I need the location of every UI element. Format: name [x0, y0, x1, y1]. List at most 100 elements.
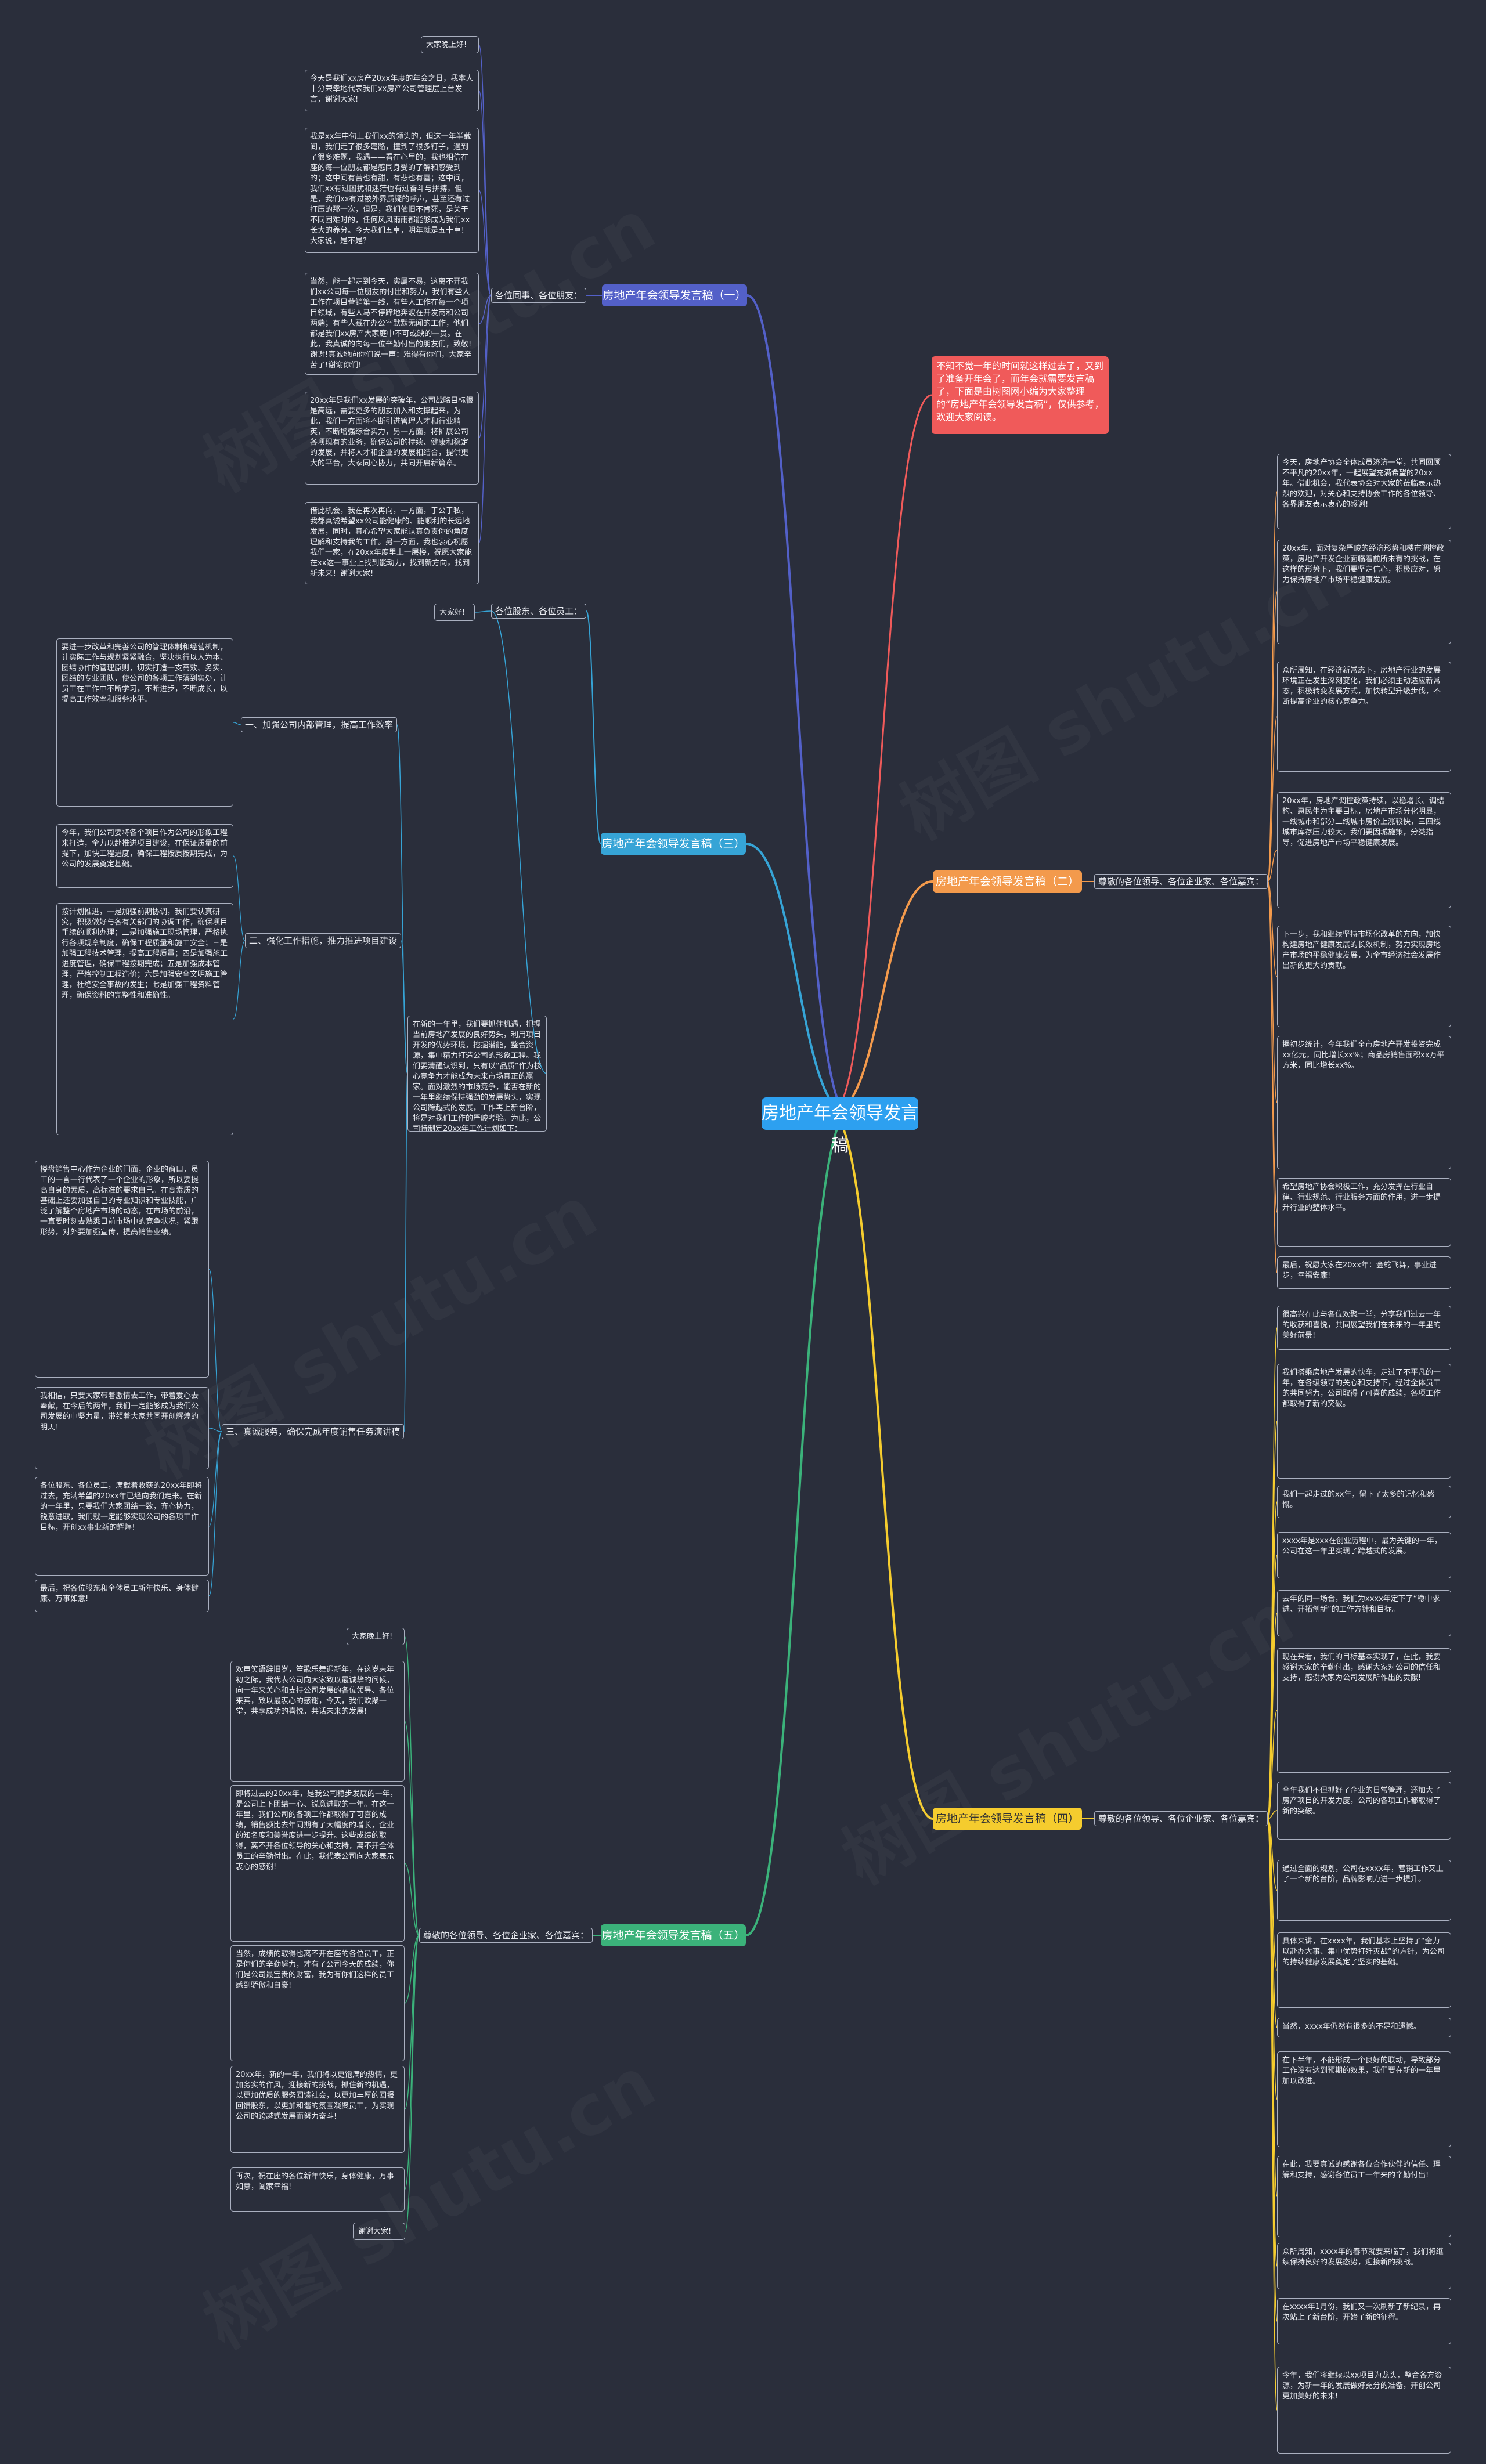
connector-line: [478, 295, 492, 324]
b1-leaf[interactable]: 大家晚上好!: [421, 36, 479, 53]
connector-line: [404, 1935, 420, 2110]
b4-leaf[interactable]: 具体来讲，在xxxx年，我们基本上坚持了“全力以赴办大事、集中优势打歼灭战”的方…: [1277, 1932, 1451, 2008]
b4-leaf[interactable]: 在此，我要真诚的感谢各位合作伙伴的信任、理解和支持，感谢各位员工一年来的辛勤付出…: [1277, 2156, 1451, 2237]
b4-greeting[interactable]: 尊敬的各位领导、各位企业家、各位嘉宾：: [1094, 1811, 1268, 1826]
connector-line: [404, 1721, 420, 1936]
b3-leaf[interactable]: 各位股东、各位员工，满载着收获的20xx年即将过去，充满希望的20xx年已经向我…: [35, 1477, 209, 1576]
connector-line: [233, 722, 241, 725]
branch-2[interactable]: 房地产年会领导发言稿（二）: [933, 870, 1082, 893]
connector-line: [478, 90, 492, 296]
connector-line: [586, 610, 601, 844]
b2-leaf[interactable]: 据初步统计，今年我们全市房地产开发投资完成xx亿元，同比增长xx%；商品房销售面…: [1277, 1036, 1451, 1169]
b4-leaf[interactable]: 我们一起走过的xx年，留下了太多的记忆和感慨。: [1277, 1486, 1451, 1518]
b2-leaf[interactable]: 最后，祝愿大家在20xx年：金蛇飞舞，事业进步，幸福安康!: [1277, 1256, 1451, 1289]
b1-leaf[interactable]: 借此机会，我在再次再向，一方面，于公于私，我都真诚希望xx公司能健康的、能顺利的…: [305, 502, 479, 584]
b4-leaf[interactable]: 全年我们不但抓好了企业的日常管理，还加大了房产项目的开发力度，公司的各项工作都取…: [1277, 1782, 1451, 1840]
b5-leaf[interactable]: 欢声笑语辞旧岁，笙歌乐舞迎新年，在这岁末年初之际，我代表公司向大家致以最诚挚的问…: [230, 1661, 405, 1782]
b2-leaf[interactable]: 下一步，我和继续坚持市场化改革的方向，加快构建房地产健康发展的长效机制，努力实现…: [1277, 926, 1451, 1027]
b1-leaf[interactable]: 20xx年是我们xx发展的突破年，公司战略目标很是高远，需要更多的朋友加入和支撑…: [305, 392, 479, 485]
b4-leaf[interactable]: 去年的同一场合，我们为xxxx年定下了“稳中求进、开拓创新”的工作方针和目标。: [1277, 1590, 1451, 1636]
root-node[interactable]: 房地产年会领导发言稿: [762, 1097, 918, 1156]
connector-line: [1267, 716, 1278, 882]
connector-line: [208, 1431, 222, 1596]
b2-leaf[interactable]: 希望房地产协会积极工作，充分发挥在行业自律、行业规范、行业服务方面的作用，进一步…: [1277, 1178, 1451, 1247]
b3-leaf[interactable]: 楼盘销售中心作为企业的门面，企业的窗口，员工的一言一行代表了一个企业的形象，所以…: [35, 1161, 209, 1378]
b2-leaf[interactable]: 众所周知，在经济新常态下，房地产行业的发展环境正在发生深刻变化，我们必须主动适应…: [1277, 662, 1451, 772]
intro-note[interactable]: 不知不觉一年的时间就这样过去了，又到了准备开年会了，而年会就需要发言稿了，下面是…: [932, 356, 1109, 434]
b4-leaf[interactable]: 很高兴在此与各位欢聚一堂，分享我们过去一年的收获和喜悦，共同展望我们在未来的一年…: [1277, 1306, 1451, 1350]
connector-line: [478, 295, 492, 439]
connector-line: [478, 44, 492, 296]
b3-sub-1[interactable]: 一、加强公司内部管理，提高工作效率: [241, 717, 398, 732]
b4-leaf[interactable]: 通过全面的规划，公司在xxxx年，营销工作又上了一个新的台阶，品牌影响力进一步提…: [1277, 1860, 1451, 1921]
b1-greeting[interactable]: 各位同事、各位朋友：: [491, 288, 587, 303]
connector-line: [1267, 1818, 1278, 1891]
connector-line: [405, 1935, 420, 2232]
b3-leaf[interactable]: 大家好!: [434, 604, 475, 621]
connector-line: [404, 1935, 420, 2004]
connector-line: [745, 843, 849, 1115]
b3-sub-2[interactable]: 二、强化工作措施，推力推进项目建设: [245, 933, 402, 948]
b5-leaf[interactable]: 谢谢大家!: [353, 2223, 405, 2240]
connector-line: [1267, 491, 1278, 882]
b3-leaf[interactable]: 最后，祝各位股东和全体员工新年快乐、身体健康、万事如意!: [35, 1580, 209, 1612]
b2-leaf[interactable]: 20xx年，面对复杂严峻的经济形势和楼市调控政策，房地产开发企业面临着前所未有的…: [1277, 540, 1451, 644]
connector-line: [233, 940, 246, 1020]
branch-3[interactable]: 房地产年会领导发言稿（三）: [601, 833, 746, 855]
branch-4[interactable]: 房地产年会领导发言稿（四）: [933, 1808, 1082, 1830]
b4-leaf[interactable]: 众所周知，xxxx年的春节就要来临了，我们将继续保持良好的发展态势，迎接新的挑战…: [1277, 2243, 1451, 2289]
b4-leaf[interactable]: 在下半年，不能形成一个良好的联动，导致部分工作没有达到预期的效果，我们要在新的一…: [1277, 2051, 1451, 2147]
connector-line: [1267, 881, 1278, 977]
b5-leaf[interactable]: 当然，成绩的取得也离不开在座的各位员工，正是你们的辛勤努力，才有了公司今天的成绩…: [230, 1945, 405, 2061]
connector-line: [208, 1269, 222, 1432]
b2-leaf[interactable]: 今天，房地产协会全体成员济济一堂，共同回顾不平凡的20xx年，一起展望充满希望的…: [1277, 454, 1451, 529]
connector-line: [404, 1863, 420, 1936]
b3-leaf[interactable]: 今年，我们公司要将各个项目作为公司的形象工程来打造，全力以赴推进项目建设，在保证…: [56, 824, 233, 888]
b5-leaf[interactable]: 即将过去的20xx年，是我公司稳步发展的一年，是公司上下团结一心、锐意进取的一年…: [230, 1785, 405, 1942]
b3-leaf[interactable]: 要进一步改革和完善公司的管理体制和经营机制，让实际工作与规划紧紧融合，坚决执行以…: [56, 638, 233, 807]
b3-greeting[interactable]: 各位股东、各位员工：: [491, 604, 587, 619]
b4-leaf[interactable]: 我们搭乘房地产发展的快车，走过了不平凡的一年，在各级领导的关心和支持下，经过全体…: [1277, 1364, 1451, 1479]
connector-line: [746, 294, 849, 1115]
b4-leaf[interactable]: 当然，xxxx年仍然有很多的不足和遗憾。: [1277, 2018, 1451, 2037]
b5-leaf[interactable]: 20xx年，新的一年，我们将以更饱满的热情，更加务实的作风，迎接新的挑战，抓住新…: [230, 2066, 405, 2153]
b4-leaf[interactable]: 今年，我们将继续以xx项目为龙头，整合各方资源，为新一年的发展做好充分的准备，开…: [1277, 2367, 1451, 2454]
branch-1[interactable]: 房地产年会领导发言稿（一）: [602, 284, 747, 306]
connector-line: [478, 190, 492, 296]
b1-leaf[interactable]: 当然，能一起走到今天，实属不易，这离不开我们xx公司每一位朋友的付出和努力，我们…: [305, 273, 479, 375]
connector-line: [1267, 1710, 1278, 1819]
b1-leaf[interactable]: 今天是我们xx房产20xx年度的年会之日，我本人十分荣幸地代表我们xx房产公司管…: [305, 70, 479, 111]
connector-line: [1267, 1613, 1278, 1819]
connector-line: [490, 610, 547, 1074]
b2-leaf[interactable]: 20xx年，房地产调控政策持续，以稳增长、调结构、惠民生为主要目标，房地产市场分…: [1277, 792, 1451, 908]
b4-leaf[interactable]: xxxx年是xxx在创业历程中，最为关键的一年，公司在这一年里实现了跨越式的发展…: [1277, 1532, 1451, 1578]
b3-leaf[interactable]: 按计划推进，一是加强前期协调，我们要认真研究，积极做好与各有关部门的协调工作，确…: [56, 903, 233, 1135]
connector-line: [233, 855, 246, 941]
connector-line: [1267, 591, 1278, 882]
b4-leaf[interactable]: 在xxxx年1月份，我们又一次刷新了新纪录，再次站上了新台阶，开始了新的征程。: [1277, 2298, 1451, 2344]
b1-leaf[interactable]: 我是xx年中旬上我们xx的领头的，但这一年半载间，我们走了很多弯路，撞到了很多钉…: [305, 128, 479, 253]
branch-5[interactable]: 房地产年会领导发言稿（五）: [601, 1924, 746, 1946]
connector-line: [404, 1935, 420, 2190]
connector-line: [403, 1073, 408, 1432]
connector-line: [1267, 850, 1278, 882]
connector-line: [1267, 1818, 1278, 2411]
connector-line: [208, 1431, 222, 1527]
connector-line: [396, 724, 408, 1074]
b4-leaf[interactable]: 现在来看，我们的目标基本实现了，在此，我要感谢大家的辛勤付出，感谢大家对公司的信…: [1277, 1648, 1451, 1773]
connector-line: [404, 1636, 420, 1936]
b3-leaf[interactable]: 我相信，只要大家带着激情去工作，带着爱心去奉献，在今后的两年，我们一定能够成为我…: [35, 1387, 209, 1469]
connector-line: [1267, 1327, 1278, 1819]
connector-line: [831, 1112, 933, 1820]
b2-greeting[interactable]: 尊敬的各位领导、各位企业家、各位嘉宾：: [1094, 874, 1268, 889]
connector-line: [1267, 881, 1278, 1273]
b3-intro-leaf[interactable]: 在新的一年里，我们要抓住机遇，把握当前房地产发展的良好势头，利用项目开发的优势环…: [407, 1016, 547, 1132]
connector-line: [474, 610, 492, 613]
b5-leaf[interactable]: 大家晚上好!: [347, 1628, 405, 1645]
connector-line: [208, 1428, 222, 1432]
b5-greeting[interactable]: 尊敬的各位领导、各位企业家、各位嘉宾：: [419, 1928, 593, 1943]
connector-line: [745, 1112, 849, 1936]
b3-sub-3[interactable]: 三、真诚服务，确保完成年度销售任务演讲稿: [222, 1424, 405, 1439]
b5-leaf[interactable]: 再次，祝在座的各位新年快乐，身体健康，万事如意，阖家幸福!: [230, 2167, 405, 2212]
